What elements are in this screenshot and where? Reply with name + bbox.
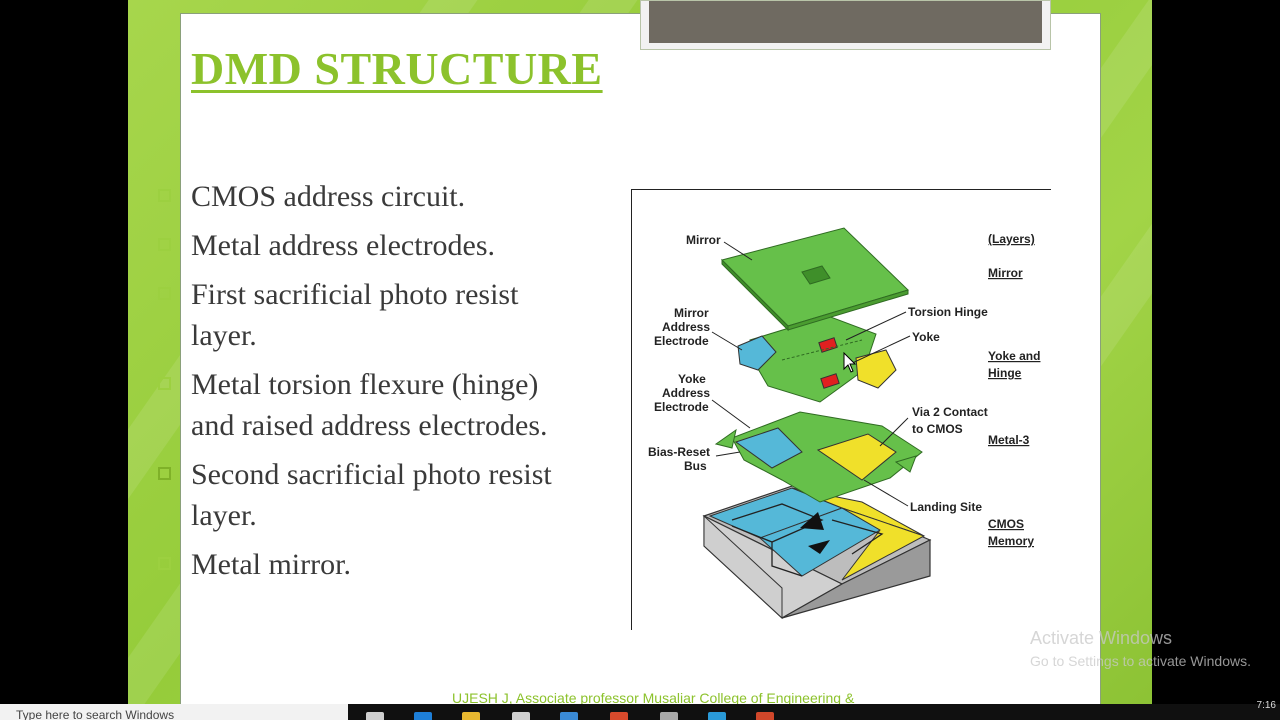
label-mirror: Mirror [686, 233, 721, 247]
file-explorer-icon[interactable] [462, 712, 480, 720]
windows-taskbar: Type here to search Windows [0, 704, 1280, 720]
dmd-exploded-view: Mirror Mirror Address Electrode Yoke Add… [648, 227, 1040, 620]
transistor-shape [800, 512, 824, 530]
metal3-yellow-electrode [816, 433, 897, 481]
layer-yoke-hinge-2: Hinge [988, 366, 1022, 380]
chrome-icon[interactable] [610, 712, 628, 720]
label-mirror-address-1: Mirror [674, 306, 709, 320]
bullet-item: First sacrificial photo resist layer. [155, 274, 585, 356]
layer-yoke-hinge-1: Yoke and [988, 349, 1040, 363]
label-landing-site: Landing Site [910, 500, 982, 514]
hinge-red-2 [820, 373, 840, 389]
checkbox-bullet-icon [158, 189, 171, 202]
bullet-list: CMOS address circuit. Metal address elec… [155, 176, 585, 593]
layer-cmos-1: CMOS [988, 517, 1024, 531]
powerpoint-icon[interactable] [756, 712, 774, 720]
label-mirror-address-3: Electrode [654, 334, 709, 348]
cmos-yellow-area-2 [841, 507, 926, 581]
mirror-via [801, 265, 831, 285]
checkbox-bullet-icon [158, 238, 171, 251]
checkbox-bullet-icon [158, 377, 171, 390]
taskbar-search-input[interactable]: Type here to search Windows [0, 704, 348, 720]
activate-windows-watermark: Activate Windows Go to Settings to activ… [1030, 628, 1251, 669]
label-bias-reset-2: Bus [684, 459, 707, 473]
watermark-line2: Go to Settings to activate Windows. [1030, 653, 1251, 669]
layer-mirror: Mirror [988, 266, 1023, 280]
label-torsion-hinge: Torsion Hinge [908, 305, 988, 319]
label-bias-reset-1: Bias-Reset [648, 445, 710, 459]
bullet-item: Metal mirror. [155, 544, 585, 585]
label-yoke-address-2: Address [662, 386, 710, 400]
layers-header: (Layers) [988, 232, 1035, 246]
mirror-address-electrode-yellow [855, 349, 897, 389]
label-via2-2: to CMOS [912, 422, 963, 436]
mouse-cursor-icon [843, 352, 857, 373]
checkbox-bullet-icon [158, 467, 171, 480]
mirror-address-electrode-blue [737, 335, 777, 371]
label-yoke-address-3: Electrode [654, 400, 709, 414]
firefox-icon[interactable] [560, 712, 578, 720]
metal3-blue-electrode [734, 427, 803, 469]
label-mirror-address-2: Address [662, 320, 710, 334]
label-yoke: Yoke [912, 330, 940, 344]
task-view-icon[interactable] [366, 712, 384, 720]
checkbox-bullet-icon [158, 557, 171, 570]
bullet-item: Metal torsion flexure (hinge) and raised… [155, 364, 585, 446]
cmos-base-front [703, 514, 783, 620]
watermark-line1: Activate Windows [1030, 628, 1173, 648]
bullet-item: Second sacrificial photo resist layer. [155, 454, 585, 536]
checkbox-bullet-icon [158, 287, 171, 300]
layer-cmos-2: Memory [988, 534, 1034, 548]
bullet-item: Metal address electrodes. [155, 225, 585, 266]
skype-icon[interactable] [708, 712, 726, 720]
edge-browser-icon[interactable] [414, 712, 432, 720]
slide-title: DMD STRUCTURE [191, 43, 603, 94]
bullet-item: CMOS address circuit. [155, 176, 585, 217]
label-via2-1: Via 2 Contact [912, 405, 988, 419]
cmos-base-right [781, 539, 931, 619]
taskbar-clock[interactable]: 7:16 [1256, 700, 1276, 711]
store-icon[interactable] [512, 712, 530, 720]
layer-metal3: Metal-3 [988, 433, 1030, 447]
dmd-structure-diagram: Mirror Mirror Address Electrode Yoke Add… [631, 189, 1051, 630]
slide-footer: UJESH J, Associate professor Musaliar Co… [452, 690, 855, 706]
video-overlay [640, 0, 1051, 50]
app-icon[interactable] [660, 712, 678, 720]
hinge-red-1 [818, 337, 838, 353]
label-yoke-address-1: Yoke [678, 372, 706, 386]
video-frame [649, 1, 1042, 43]
